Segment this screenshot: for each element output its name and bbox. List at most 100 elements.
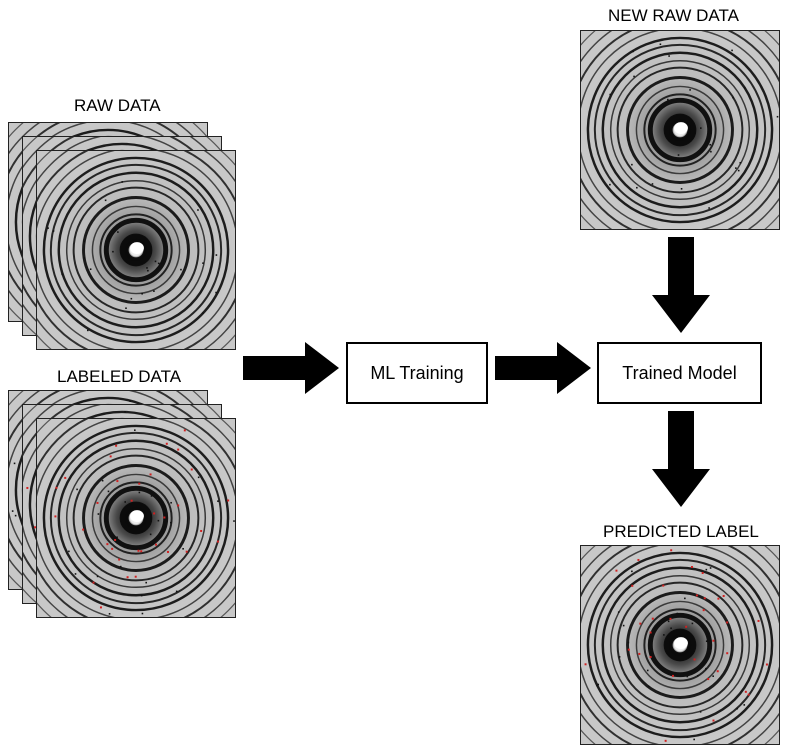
- label-speck: [115, 444, 118, 447]
- diffraction-ring: [119, 501, 153, 535]
- beam-center: [674, 637, 688, 649]
- raw-data-label: RAW DATA: [74, 96, 161, 115]
- speck: [699, 711, 702, 713]
- speck: [233, 520, 235, 522]
- speck: [680, 188, 683, 190]
- speck: [171, 479, 173, 481]
- speck: [202, 262, 204, 264]
- label-speck: [707, 678, 710, 681]
- speck: [215, 291, 217, 294]
- diffraction-ring: [91, 205, 181, 295]
- predicted-label-label: PREDICTED LABEL: [603, 522, 759, 541]
- speck: [609, 93, 611, 96]
- speck: [627, 641, 630, 644]
- diffraction-ring: [72, 186, 200, 314]
- speck: [667, 620, 670, 623]
- speck: [609, 183, 611, 186]
- label-speck: [140, 550, 143, 553]
- diffraction-ring: [82, 196, 190, 304]
- label-speck: [662, 584, 665, 587]
- label-speck: [153, 512, 156, 515]
- label-speck: [744, 690, 747, 693]
- label-speck: [638, 652, 641, 655]
- speck: [705, 667, 707, 670]
- label-speck: [651, 617, 654, 620]
- diffraction-ring: [643, 93, 717, 167]
- right-arrow-icon: [243, 342, 339, 394]
- speck: [112, 266, 115, 268]
- new-raw-data-image: [580, 30, 780, 230]
- speck: [636, 186, 638, 189]
- label-speck: [177, 448, 180, 451]
- speck: [141, 612, 144, 615]
- label-speck: [693, 658, 696, 661]
- beam-center: [674, 122, 688, 134]
- diffraction-ring: [647, 612, 713, 678]
- arrow-shape: [652, 411, 710, 507]
- speck: [180, 268, 182, 271]
- label-speck: [138, 482, 141, 485]
- diffraction-ring: [119, 233, 153, 267]
- speck: [76, 488, 78, 491]
- label-speck: [130, 499, 133, 502]
- diffraction-ring: [601, 51, 759, 209]
- label-speck: [712, 639, 715, 642]
- label-speck: [669, 617, 672, 620]
- label-speck: [126, 576, 129, 579]
- speck: [596, 684, 598, 687]
- speck: [130, 297, 133, 300]
- diffraction-pattern: [581, 546, 779, 744]
- diffraction-ring: [49, 163, 223, 337]
- speck: [108, 613, 111, 615]
- diffraction-pattern: [37, 151, 235, 349]
- speck: [672, 673, 674, 676]
- speck: [157, 519, 160, 522]
- labeled-data-image-front: [36, 418, 236, 618]
- speck: [202, 312, 204, 314]
- label-speck: [137, 549, 140, 552]
- diffraction-ring: [616, 66, 744, 194]
- label-speck: [747, 693, 750, 696]
- diffraction-ring: [72, 454, 200, 582]
- label-speck: [664, 739, 667, 742]
- diffraction-ring: [586, 36, 774, 224]
- diffraction-ring: [663, 113, 697, 147]
- label-speck: [26, 486, 29, 489]
- speck: [146, 267, 148, 269]
- speck: [170, 521, 172, 524]
- diffraction-ring: [65, 447, 207, 589]
- speck: [618, 656, 621, 658]
- speck: [113, 499, 116, 501]
- speck: [658, 106, 661, 109]
- label-speck: [716, 670, 719, 673]
- diffraction-ring: [647, 97, 713, 163]
- speck: [709, 567, 712, 569]
- label-speck: [118, 558, 121, 561]
- speck: [677, 154, 680, 156]
- label-speck: [670, 549, 673, 552]
- speck: [776, 115, 779, 118]
- label-speck: [765, 663, 768, 666]
- speck: [86, 329, 89, 332]
- speck: [632, 50, 634, 53]
- diffraction-ring: [635, 600, 725, 690]
- label-speck: [227, 499, 230, 502]
- speck: [668, 55, 670, 57]
- diffraction-ring: [42, 156, 230, 344]
- speck: [663, 634, 665, 636]
- speck: [735, 167, 737, 169]
- label-speck: [34, 526, 37, 529]
- speck: [124, 411, 126, 413]
- speck: [664, 153, 667, 156]
- diffraction-ring: [99, 481, 173, 555]
- label-speck: [92, 581, 95, 584]
- speck: [709, 143, 711, 146]
- label-speck: [717, 597, 720, 600]
- label-speck: [685, 625, 688, 628]
- label-speck: [99, 606, 102, 609]
- speck: [705, 640, 708, 643]
- speck: [138, 491, 141, 494]
- speck: [170, 501, 172, 504]
- speck: [708, 207, 710, 209]
- diffraction-ring: [99, 213, 173, 287]
